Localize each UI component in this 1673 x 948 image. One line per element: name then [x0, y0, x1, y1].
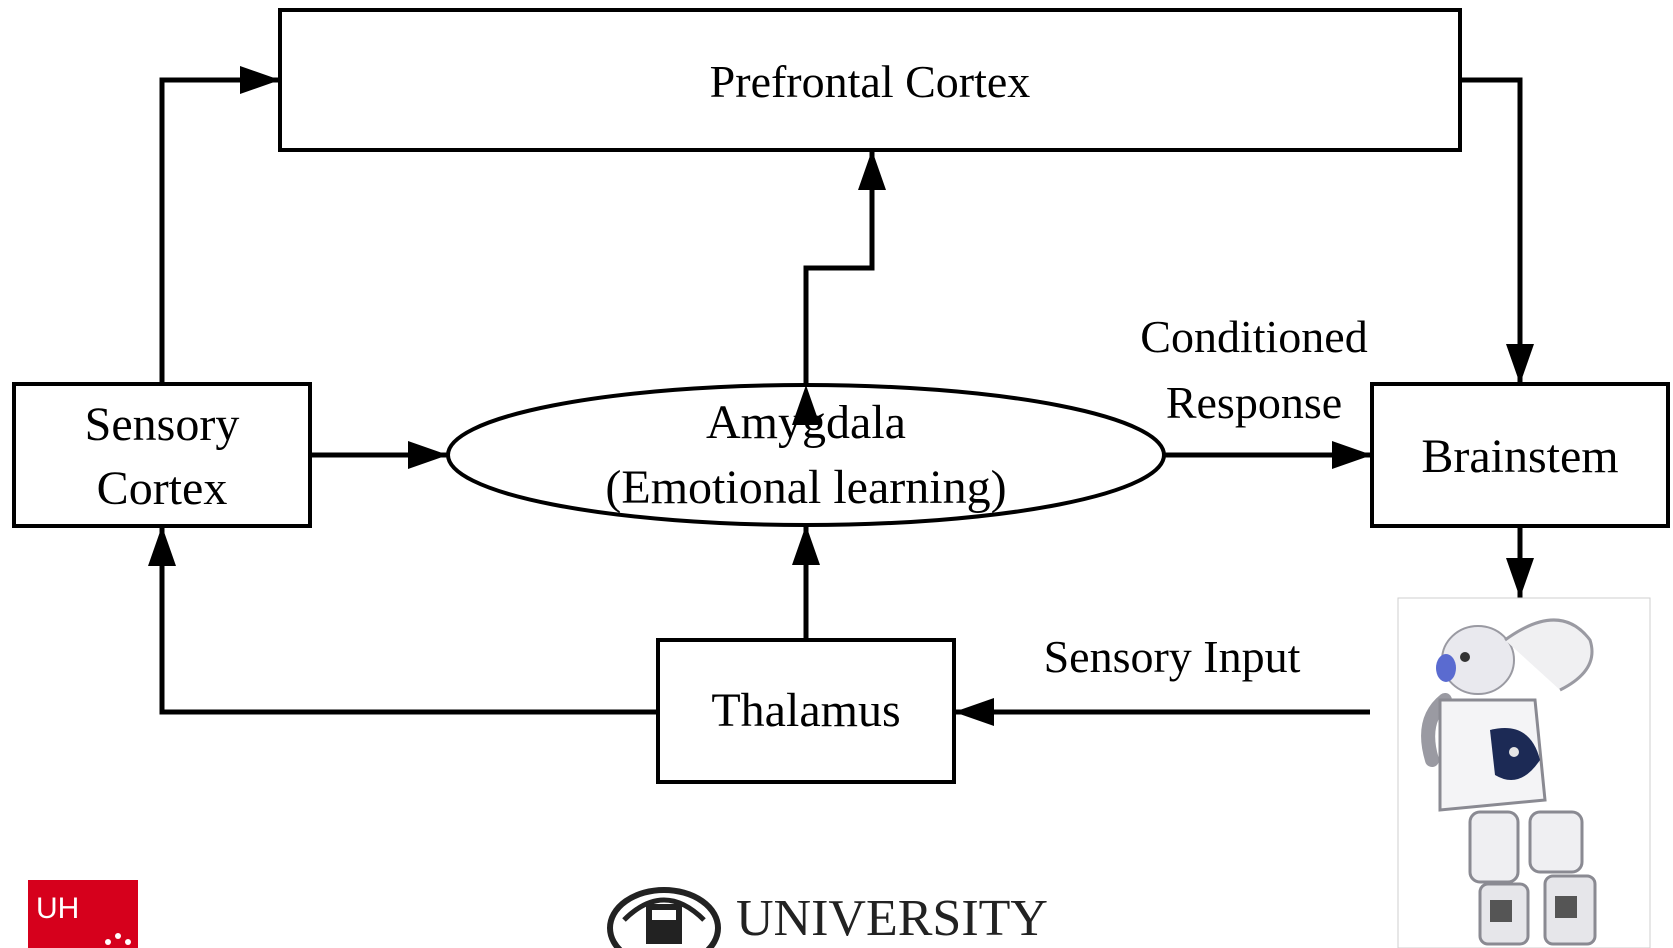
thalamus-label: Thalamus — [711, 684, 900, 737]
amygdala-label-line1: Amygdala — [706, 396, 906, 449]
amygdala-label-line2: (Emotional learning) — [605, 461, 1006, 514]
university-logo: UNIVERSITY — [607, 887, 1048, 948]
arrow-prefrontal-to-brainstem — [1460, 77, 1534, 384]
robot-photo — [1397, 597, 1651, 948]
uh-logo: UH — [28, 880, 138, 948]
conditioned-response-label-line1: Conditioned — [1140, 311, 1367, 362]
arrow-amygdala-prefrontal — [792, 150, 886, 425]
conditioned-response-label-line2: Response — [1166, 377, 1342, 428]
arrow-sensory-to-prefrontal — [159, 66, 280, 384]
uh-logo-text: UH — [36, 892, 79, 925]
sensory-input-label: Sensory Input — [1044, 631, 1301, 682]
arrow-thalamus-to-sensory — [148, 526, 658, 715]
sensory-cortex-label-line2: Cortex — [97, 462, 228, 515]
university-crest-icon — [607, 887, 721, 948]
brainstem-label: Brainstem — [1421, 430, 1618, 483]
prefrontal-cortex-label: Prefrontal Cortex — [710, 56, 1031, 107]
sensory-cortex-label-line1: Sensory — [85, 398, 240, 451]
university-logo-text: UNIVERSITY — [736, 890, 1048, 947]
